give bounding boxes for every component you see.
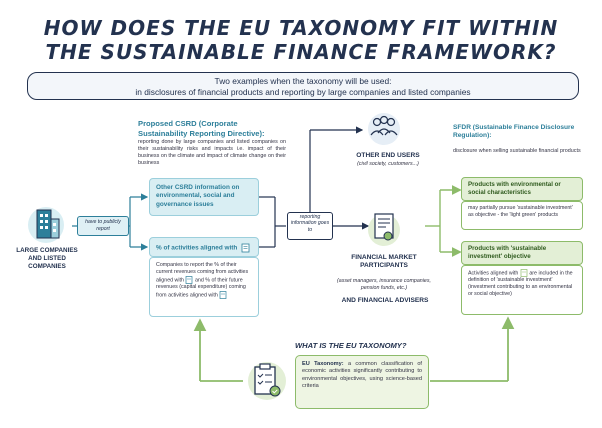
products-sustainable-title: Products with 'sustainable investment' o… [468, 245, 547, 260]
csrd-title: Proposed CSRD (Corporate Sustainability … [138, 119, 265, 138]
taxonomy-definition: a common classification of economic acti… [302, 361, 422, 390]
other-csrd-label: Other CSRD information on environmental,… [156, 184, 240, 208]
subtitle-line-1: Two examples when the taxonomy will be u… [214, 76, 392, 86]
other-end-users-subtitle: (civil society, customers...) [357, 161, 419, 167]
taxonomy-icon-wrap [244, 358, 290, 404]
subtitle-box: Two examples when the taxonomy will be u… [27, 72, 579, 100]
checklist-clipboard-icon [248, 362, 286, 400]
large-companies-icon-wrap [24, 197, 72, 245]
aligned-activities-header: % of activities aligned with [149, 237, 259, 257]
sfdr-description: disclosure when selling sustainable fina… [453, 148, 581, 154]
products-env-social-desc: may partially pursue 'sustainable invest… [468, 205, 573, 218]
large-companies-label: LARGE COMPANIES AND LISTED COMPANIES [16, 247, 78, 270]
financial-participants-icon-wrap [366, 208, 402, 250]
other-end-users-icon-wrap [364, 109, 404, 149]
taxonomy-doc-icon [241, 243, 250, 253]
csrd-description: reporting done by large companies and li… [138, 139, 286, 166]
reporting-info-label: reporting information goes to [290, 214, 330, 233]
products-env-social-header: Products with environmental or social ch… [461, 177, 583, 201]
taxonomy-term: EU Taxonomy: [302, 361, 344, 367]
financial-participants-title: FINANCIAL MARKET PARTICIPANTS [351, 254, 417, 269]
certificate-document-icon [368, 213, 400, 246]
products-sustainable-body: Activities aligned with are included in … [461, 265, 583, 315]
other-csrd-box: Other CSRD information on environmental,… [149, 178, 259, 216]
have-to-report-label: have to publicly report [77, 216, 129, 236]
products-env-social-title: Products with environmental or social ch… [468, 181, 561, 196]
taxonomy-doc-icon [520, 269, 528, 277]
financial-participants-subtitle: (asset managers, insurance companies, pe… [337, 278, 431, 291]
financial-advisers-label: AND FINANCIAL ADVISERS [341, 297, 429, 304]
building-icon [28, 207, 64, 243]
page-title-line-1: HOW DOES THE EU TAXONOMY FIT WITHIN [43, 16, 559, 40]
page-title-line-2: THE SUSTAINABLE FINANCE FRAMEWORK? [45, 40, 557, 64]
aligned-activities-label: % of activities aligned with [156, 244, 238, 252]
people-group-icon [368, 113, 400, 145]
aligned-activities-desc-2: and % of their future revenues (capital … [156, 277, 246, 299]
aligned-activities-body: Companies to report the % of their curre… [149, 257, 259, 317]
products-env-social-body: may partially pursue 'sustainable invest… [461, 201, 583, 230]
subtitle-line-2: in disclosures of financial products and… [135, 87, 471, 97]
taxonomy-question: WHAT IS THE EU TAXONOMY? [295, 341, 407, 350]
taxonomy-doc-icon [186, 275, 193, 284]
taxonomy-definition-box: EU Taxonomy: a common classification of … [295, 355, 429, 409]
taxonomy-doc-icon [219, 291, 227, 299]
products-sustainable-desc-1: Activities aligned with [468, 270, 519, 277]
other-end-users-title: OTHER END USERS [356, 152, 420, 159]
products-sustainable-header: Products with 'sustainable investment' o… [461, 241, 583, 265]
products-sustainable-desc-2: are included in the definition of 'susta… [468, 270, 573, 297]
sfdr-title: SFDR (Sustainable Finance Disclosure Reg… [453, 124, 575, 140]
reporting-info-box: reporting information goes to [287, 212, 333, 240]
aligned-activities-desc-1: Companies to report the % of their curre… [156, 262, 249, 284]
